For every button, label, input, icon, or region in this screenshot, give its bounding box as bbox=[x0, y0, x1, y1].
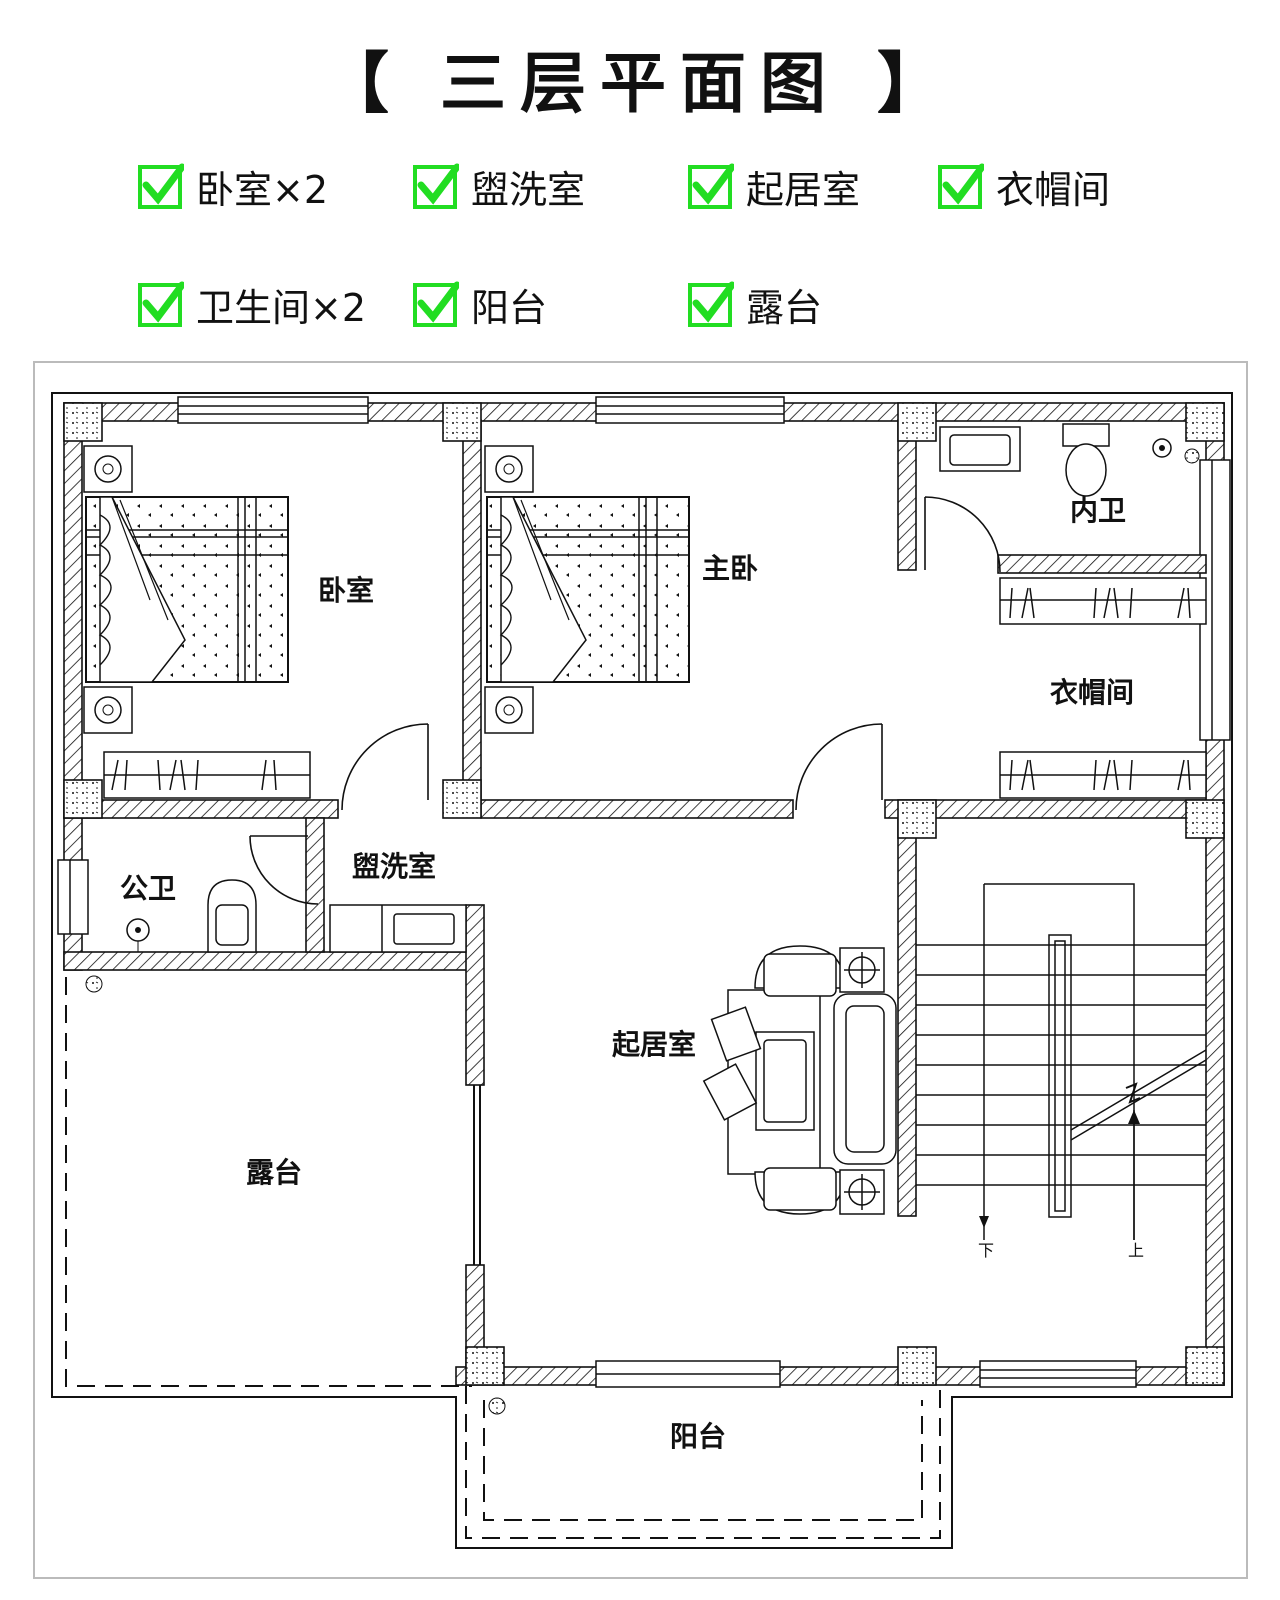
eave-line bbox=[65, 977, 941, 1539]
sink bbox=[939, 426, 1021, 472]
squat-toilet bbox=[207, 879, 257, 953]
sliding-door bbox=[473, 1085, 481, 1265]
stair-up-label: 上 bbox=[1128, 1241, 1144, 1260]
floor-drain bbox=[126, 918, 150, 952]
legend-label: 盥洗室 bbox=[471, 167, 586, 212]
staircase bbox=[916, 883, 1207, 1240]
room-label-washroom: 盥洗室 bbox=[352, 850, 436, 883]
room-label-inner-bath: 内卫 bbox=[1070, 494, 1126, 527]
wash-basin bbox=[329, 904, 467, 953]
building-outline bbox=[51, 392, 1233, 1549]
room-label-living: 起居室 bbox=[612, 1028, 696, 1061]
legend-item-washroom: 盥洗室 bbox=[413, 160, 585, 212]
bed bbox=[484, 445, 690, 734]
page-title: 【 三层平面图 】 bbox=[323, 45, 957, 122]
room-label-terrace: 露台 bbox=[246, 1156, 302, 1189]
room-label-bedroom: 卧室 bbox=[318, 574, 374, 607]
floor-drain bbox=[1152, 438, 1200, 464]
wardrobe bbox=[103, 577, 1207, 799]
plan-frame bbox=[33, 361, 1248, 1579]
legend-item-living: 起居室 bbox=[688, 160, 860, 212]
legend-label: 卧室×2 bbox=[196, 167, 329, 212]
legend-label: 衣帽间 bbox=[996, 167, 1111, 212]
stair-down-label: 下 bbox=[978, 1241, 994, 1260]
check-icon bbox=[413, 281, 459, 327]
check-icon bbox=[138, 281, 184, 327]
room-label-master-bedroom: 主卧 bbox=[702, 552, 758, 585]
floor-drain bbox=[85, 975, 506, 1415]
legend-item-terrace: 露台 bbox=[688, 278, 822, 330]
arrow-down-icon bbox=[979, 1216, 989, 1228]
legend-item-balcony: 阳台 bbox=[413, 278, 547, 330]
legend-label: 起居室 bbox=[746, 167, 861, 212]
legend-label: 卫生间×2 bbox=[196, 285, 367, 330]
check-icon bbox=[938, 163, 984, 209]
room-label-public-bath: 公卫 bbox=[120, 872, 176, 905]
bed bbox=[83, 445, 289, 734]
legend-item-bedroom: 卧室×2 bbox=[138, 160, 328, 212]
check-icon bbox=[688, 281, 734, 327]
structural-column bbox=[63, 402, 1225, 1386]
check-icon bbox=[138, 163, 184, 209]
door-swing bbox=[249, 496, 1001, 905]
room-label-balcony: 阳台 bbox=[670, 1420, 726, 1453]
legend-label: 阳台 bbox=[471, 285, 548, 330]
check-icon bbox=[688, 163, 734, 209]
toilet bbox=[1062, 423, 1110, 497]
legend-item-bathroom: 卫生间×2 bbox=[138, 278, 366, 330]
sofa-set bbox=[702, 945, 897, 1215]
legend-item-closet: 衣帽间 bbox=[938, 160, 1110, 212]
legend-label: 露台 bbox=[746, 285, 823, 330]
room-label-closet: 衣帽间 bbox=[1050, 676, 1134, 709]
arrow-up-icon bbox=[1128, 1110, 1140, 1124]
window bbox=[57, 396, 1231, 1388]
check-icon bbox=[413, 163, 459, 209]
